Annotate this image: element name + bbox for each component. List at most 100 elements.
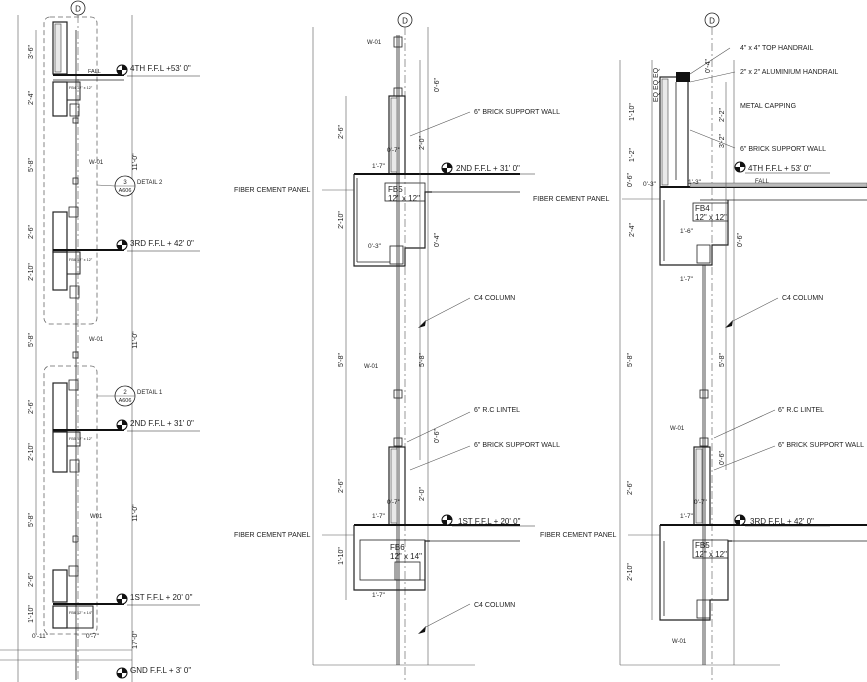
svg-text:0'-6": 0'-6"	[434, 429, 441, 443]
svg-text:2'-6": 2'-6"	[338, 479, 345, 493]
left-dimensions: 3'-6" 2'-4" 5'-8" 2'-6" 2'-10" 5'-8" 2'-…	[28, 45, 35, 623]
svg-text:0'-4": 0'-4"	[434, 233, 441, 247]
detail-1-section: D W-01 FB5 12" x 12" 2ND F.F.L + 31' 0"	[234, 12, 560, 682]
svg-text:2'-6": 2'-6"	[28, 573, 35, 587]
svg-text:2'-10": 2'-10"	[627, 563, 634, 581]
svg-text:A606: A606	[119, 398, 132, 404]
svg-text:C4 COLUMN: C4 COLUMN	[474, 295, 515, 302]
detail1-label-column-upper: C4 COLUMN	[418, 295, 515, 328]
detail1-label-fiber-upper: FIBER CEMENT PANEL	[234, 187, 354, 194]
detail-callout-1[interactable]: 2 A606 DETAIL 1	[97, 385, 163, 407]
level-label-gnd: GND F.F.L + 3' 0"	[130, 666, 191, 675]
svg-text:5'-8": 5'-8"	[28, 158, 35, 172]
svg-text:1'-7": 1'-7"	[680, 513, 694, 520]
svg-text:0'-7": 0'-7"	[387, 499, 401, 506]
svg-text:1'-2": 1'-2"	[629, 148, 636, 162]
svg-text:4" x 4" TOP HANDRAIL: 4" x 4" TOP HANDRAIL	[740, 45, 814, 52]
detail2-dimensions: EQ EQ EQ 0'-4" 1'-10" 2'-2" 3'-2" 1'-2" …	[627, 59, 744, 581]
svg-text:2'-2": 2'-2"	[719, 108, 726, 122]
svg-text:1'-10": 1'-10"	[629, 103, 636, 121]
beam-fb4-name: FB4	[695, 204, 710, 213]
window-tag: W-01	[672, 639, 687, 645]
bottom-dim-2: 0'-7"	[86, 633, 100, 640]
svg-text:A606: A606	[119, 188, 132, 194]
svg-text:0'-7": 0'-7"	[387, 147, 401, 154]
svg-text:3: 3	[123, 180, 127, 186]
detail1-label-lintel: 6" R.C LINTEL	[406, 407, 520, 443]
svg-text:2ND F.F.L + 31' 0": 2ND F.F.L + 31' 0"	[456, 164, 520, 173]
svg-text:DETAIL 2: DETAIL 2	[137, 180, 163, 186]
svg-text:C4 COLUMN: C4 COLUMN	[474, 602, 515, 609]
bottom-dim-1: 0'-11"	[32, 633, 49, 640]
svg-text:17'-0": 17'-0"	[132, 631, 139, 649]
beam-fb5-size: 12" x 12"	[695, 550, 727, 559]
beam-fb4-size: 12" x 12"	[695, 213, 727, 222]
svg-text:1ST F.F.L + 20' 0": 1ST F.F.L + 20' 0"	[458, 517, 521, 526]
detail2-level-lower: 3RD F.F.L + 42' 0"	[734, 514, 830, 527]
svg-text:2'-4": 2'-4"	[28, 91, 35, 105]
svg-text:3'-2": 3'-2"	[719, 134, 726, 148]
svg-text:11'-0": 11'-0"	[132, 331, 139, 349]
level-label-1st: 1ST F.F.L + 20' 0"	[130, 593, 193, 602]
detail2-label-metal-capping: METAL CAPPING	[740, 103, 796, 110]
fall-note: FALL	[755, 179, 770, 185]
beam-fb6-tag: FB6 12" x 12"	[69, 258, 93, 262]
svg-text:FIBER CEMENT PANEL: FIBER CEMENT PANEL	[234, 187, 310, 194]
window-tag: W-01	[89, 160, 104, 166]
detail1-label-brick-upper: 6" BRICK SUPPORT WALL	[409, 109, 560, 137]
svg-text:1'-10": 1'-10"	[28, 605, 35, 623]
svg-text:2" x 2" ALUMINIUM HANDRAIL: 2" x 2" ALUMINIUM HANDRAIL	[740, 69, 838, 76]
svg-text:2'-10": 2'-10"	[28, 263, 35, 281]
level-marker-gnd: GND F.F.L + 3' 0"	[116, 666, 191, 679]
svg-text:2'-4": 2'-4"	[629, 223, 636, 237]
window-tag: W-01	[367, 40, 382, 46]
beam-fb4-tag: FB4 12" x 12"	[69, 86, 93, 90]
detail1-dimensions: 0'-6" 2'-6" 2'-0" 0'-7" 1'-7" 2'-10" 0'-…	[338, 78, 441, 599]
svg-text:FIBER CEMENT PANEL: FIBER CEMENT PANEL	[533, 196, 609, 203]
svg-text:6" BRICK SUPPORT WALL: 6" BRICK SUPPORT WALL	[740, 146, 826, 153]
level-marker-2nd: 2ND F.F.L + 31' 0"	[116, 419, 200, 432]
svg-text:1'-7": 1'-7"	[372, 592, 386, 599]
right-dimensions: 11'-0" 11'-0" 11'-0" 17'-0"	[132, 153, 139, 649]
svg-text:0'-7": 0'-7"	[694, 499, 708, 506]
detail-2-boundary	[43, 16, 98, 325]
detail-callout-2[interactable]: 3 A606 DETAIL 2	[96, 175, 163, 197]
svg-text:11'-0": 11'-0"	[132, 153, 139, 171]
detail2-label-lintel: 6" R.C LINTEL	[713, 407, 824, 439]
top-handrail	[676, 72, 690, 82]
svg-text:0'-4": 0'-4"	[705, 59, 712, 73]
detail-1-boundary	[43, 365, 98, 635]
svg-text:11'-0": 11'-0"	[132, 504, 139, 522]
level-marker-4th: 4TH F.F.L +53' 0"	[116, 64, 200, 77]
svg-text:FIBER CEMENT PANEL: FIBER CEMENT PANEL	[540, 532, 616, 539]
svg-text:2'-6": 2'-6"	[28, 400, 35, 414]
svg-text:0'-6": 0'-6"	[737, 233, 744, 247]
svg-text:6" R.C LINTEL: 6" R.C LINTEL	[474, 407, 520, 414]
svg-text:2'-10": 2'-10"	[338, 211, 345, 229]
svg-text:FIBER CEMENT PANEL: FIBER CEMENT PANEL	[234, 532, 310, 539]
svg-text:6" BRICK SUPPORT WALL: 6" BRICK SUPPORT WALL	[474, 442, 560, 449]
svg-text:0'-6": 0'-6"	[719, 451, 726, 465]
svg-text:2'-0": 2'-0"	[419, 487, 426, 501]
svg-text:5'-8": 5'-8"	[419, 353, 426, 367]
svg-text:2'-6": 2'-6"	[627, 481, 634, 495]
svg-text:0'-6": 0'-6"	[627, 173, 634, 187]
grid-bubble-label: D	[402, 17, 408, 26]
svg-text:0'-6": 0'-6"	[434, 78, 441, 92]
detail2-label-alu-handrail: 2" x 2" ALUMINIUM HANDRAIL	[689, 69, 838, 83]
detail-2-section: D FALL FB4 12" x 12" 4TH F.F.L + 53' 0"	[533, 12, 867, 682]
svg-text:1'-7": 1'-7"	[680, 276, 694, 283]
svg-text:0'-3": 0'-3"	[368, 243, 382, 250]
svg-text:1'-6": 1'-6"	[680, 228, 694, 235]
svg-text:6" BRICK SUPPORT WALL: 6" BRICK SUPPORT WALL	[474, 109, 560, 116]
svg-text:6" BRICK SUPPORT WALL: 6" BRICK SUPPORT WALL	[778, 442, 864, 449]
window-tag: W-01	[364, 364, 379, 370]
window-tag: W01	[90, 514, 103, 520]
svg-text:3RD F.F.L + 42' 0": 3RD F.F.L + 42' 0"	[750, 517, 814, 526]
svg-text:1'-10": 1'-10"	[338, 547, 345, 565]
beam-fb5-name: FB5	[695, 541, 710, 550]
wall-section-overview: D FALL FB4 12" x 12" FB6 12" x 12"	[0, 0, 200, 682]
beam-fb6-lower-tag: FB6 12" x 14"	[69, 611, 93, 615]
svg-text:5'-8": 5'-8"	[338, 353, 345, 367]
